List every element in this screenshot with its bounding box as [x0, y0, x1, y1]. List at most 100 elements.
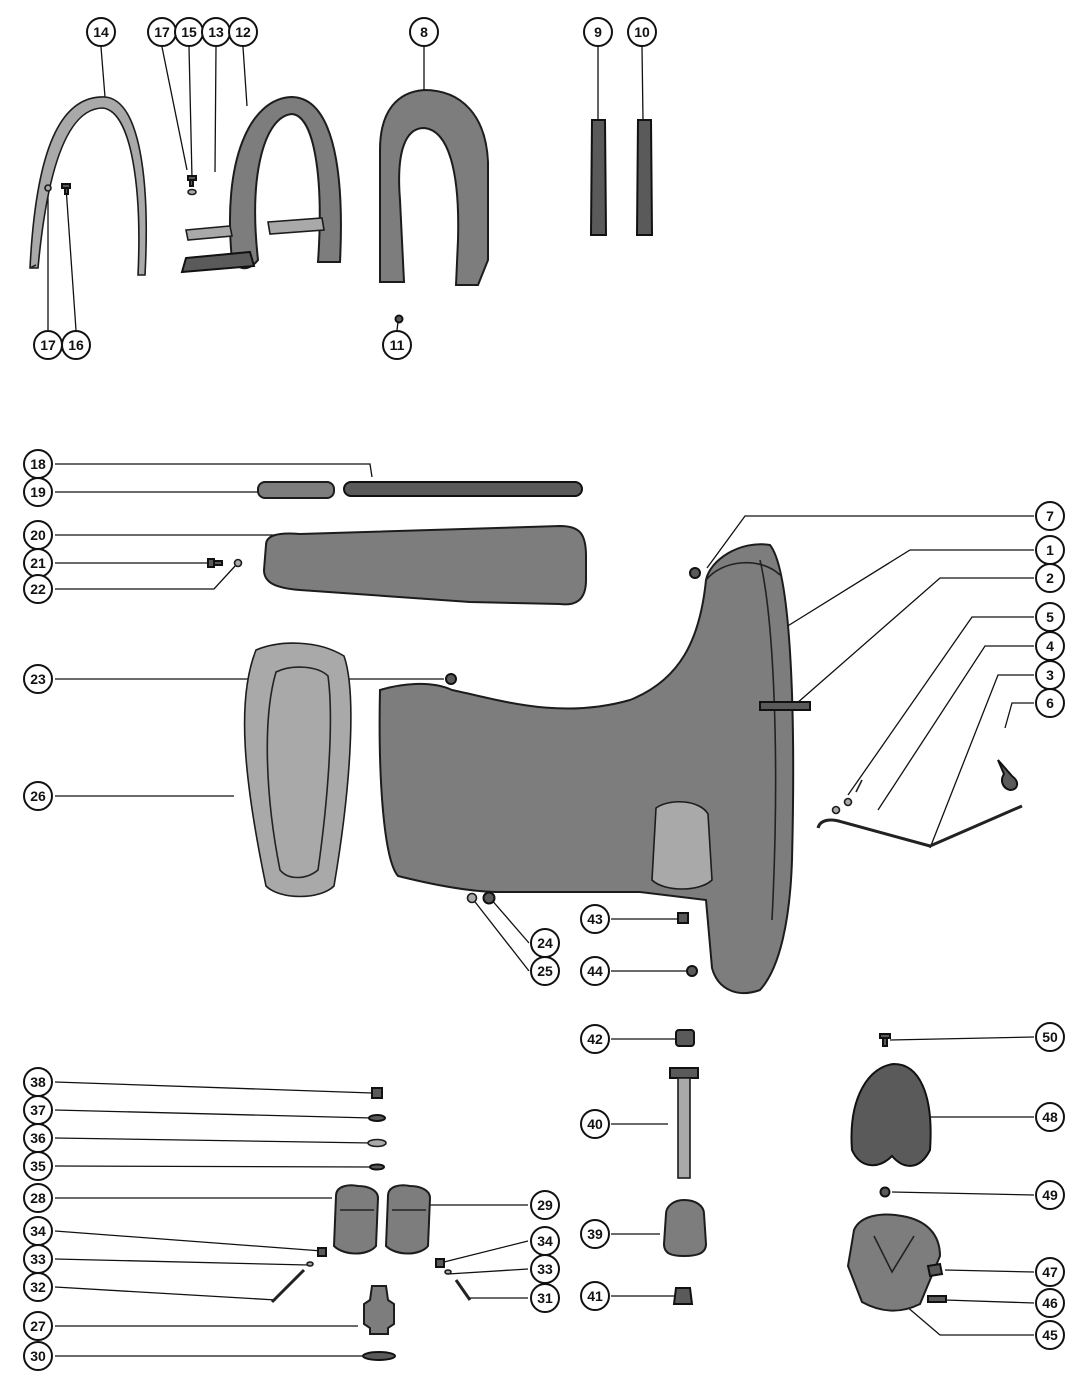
svg-text:43: 43	[587, 911, 603, 927]
callout-24: 24	[530, 928, 560, 958]
svg-text:33: 33	[30, 1251, 46, 1267]
svg-text:45: 45	[1042, 1327, 1058, 1343]
callout-42: 42	[580, 1024, 610, 1054]
svg-text:8: 8	[420, 24, 428, 40]
svg-text:25: 25	[537, 963, 553, 979]
seal-12	[228, 95, 342, 270]
bolt-32	[270, 1268, 306, 1304]
nut-24	[482, 891, 496, 905]
strip-9	[589, 119, 608, 236]
callout-47: 47	[1035, 1257, 1065, 1287]
washer-4	[831, 805, 841, 815]
svg-text:31: 31	[537, 1290, 553, 1306]
svg-text:7: 7	[1046, 508, 1054, 524]
screw-15	[187, 175, 197, 187]
svg-text:34: 34	[537, 1233, 553, 1249]
callouts: 14 17 15 13 12 8 9 10 17 16 11 18 19 20 …	[23, 17, 1065, 1371]
clamp-29	[384, 1184, 432, 1255]
callout-29: 29	[530, 1190, 560, 1220]
gasket-26	[243, 642, 352, 898]
washer-25	[466, 892, 478, 904]
sleeve-19	[257, 481, 335, 499]
callout-49: 49	[1035, 1180, 1065, 1210]
svg-text:17: 17	[154, 24, 170, 40]
callout-39: 39	[580, 1219, 610, 1249]
callout-6: 6	[1035, 688, 1065, 718]
callout-10: 10	[627, 17, 657, 47]
callout-14: 14	[86, 17, 116, 47]
svg-text:46: 46	[1042, 1295, 1058, 1311]
washer-37	[368, 1114, 386, 1122]
callout-12: 12	[228, 17, 258, 47]
callout-2: 2	[1035, 563, 1065, 593]
svg-text:24: 24	[537, 935, 553, 951]
bolt-40	[669, 1067, 699, 1079]
svg-text:34: 34	[30, 1223, 46, 1239]
svg-text:29: 29	[537, 1197, 553, 1213]
callout-4: 4	[1035, 631, 1065, 661]
callout-34: 34	[530, 1226, 560, 1256]
housing-shoe	[651, 801, 713, 890]
svg-text:19: 19	[30, 484, 46, 500]
washer-5	[843, 797, 853, 807]
svg-text:18: 18	[30, 456, 46, 472]
mount-39	[662, 1198, 708, 1258]
svg-text:48: 48	[1042, 1109, 1058, 1125]
svg-text:37: 37	[30, 1102, 46, 1118]
parts	[29, 88, 1023, 1361]
pad-13-right	[267, 217, 325, 235]
fitting-27	[363, 1285, 395, 1335]
svg-text:4: 4	[1046, 638, 1054, 654]
cotter-6	[997, 759, 1018, 792]
callout-27: 27	[23, 1311, 53, 1341]
callout-35: 35	[23, 1151, 53, 1181]
svg-text:42: 42	[587, 1031, 603, 1047]
washer-33-right	[444, 1269, 452, 1275]
link-rod-3	[816, 804, 1023, 848]
pad-13	[180, 250, 256, 274]
callout-31: 31	[530, 1283, 560, 1313]
trim-strip-14	[29, 96, 147, 276]
svg-text:47: 47	[1042, 1264, 1058, 1280]
callout-20: 20	[23, 520, 53, 550]
svg-text:2: 2	[1046, 570, 1054, 586]
screw-47	[926, 1262, 944, 1278]
bolt-40-shank	[677, 1077, 691, 1179]
svg-text:17: 17	[40, 337, 56, 353]
callout-11: 11	[382, 330, 412, 360]
svg-text:13: 13	[208, 24, 224, 40]
svg-text:20: 20	[30, 527, 46, 543]
svg-text:16: 16	[68, 337, 84, 353]
callout-21: 21	[23, 548, 53, 578]
washer-33-left	[306, 1261, 314, 1267]
callout-15: 15	[174, 17, 204, 47]
callout-38: 38	[23, 1067, 53, 1097]
washer-36	[367, 1138, 387, 1148]
pad-13-insert	[185, 225, 233, 241]
callout-40: 40	[580, 1109, 610, 1139]
nut-49	[879, 1186, 891, 1198]
svg-text:38: 38	[30, 1074, 46, 1090]
svg-text:26: 26	[30, 788, 46, 804]
bolt-31	[454, 1279, 472, 1301]
callout-33: 33	[23, 1244, 53, 1274]
svg-text:28: 28	[30, 1190, 46, 1206]
callout-34: 34	[23, 1216, 53, 1246]
callout-1: 1	[1035, 535, 1065, 565]
nut-44	[686, 965, 698, 977]
callout-23: 23	[23, 664, 53, 694]
svg-text:12: 12	[235, 24, 251, 40]
svg-text:9: 9	[594, 24, 602, 40]
svg-text:15: 15	[181, 24, 197, 40]
svg-text:40: 40	[587, 1116, 603, 1132]
svg-text:39: 39	[587, 1226, 603, 1242]
callout-3: 3	[1035, 660, 1065, 690]
callout-37: 37	[23, 1095, 53, 1125]
callout-32: 32	[23, 1272, 53, 1302]
callout-45: 45	[1035, 1320, 1065, 1350]
washer-30	[362, 1351, 396, 1361]
callout-22: 22	[23, 574, 53, 604]
strip-10	[635, 119, 654, 236]
callout-41: 41	[580, 1281, 610, 1311]
callout-46: 46	[1035, 1288, 1065, 1318]
